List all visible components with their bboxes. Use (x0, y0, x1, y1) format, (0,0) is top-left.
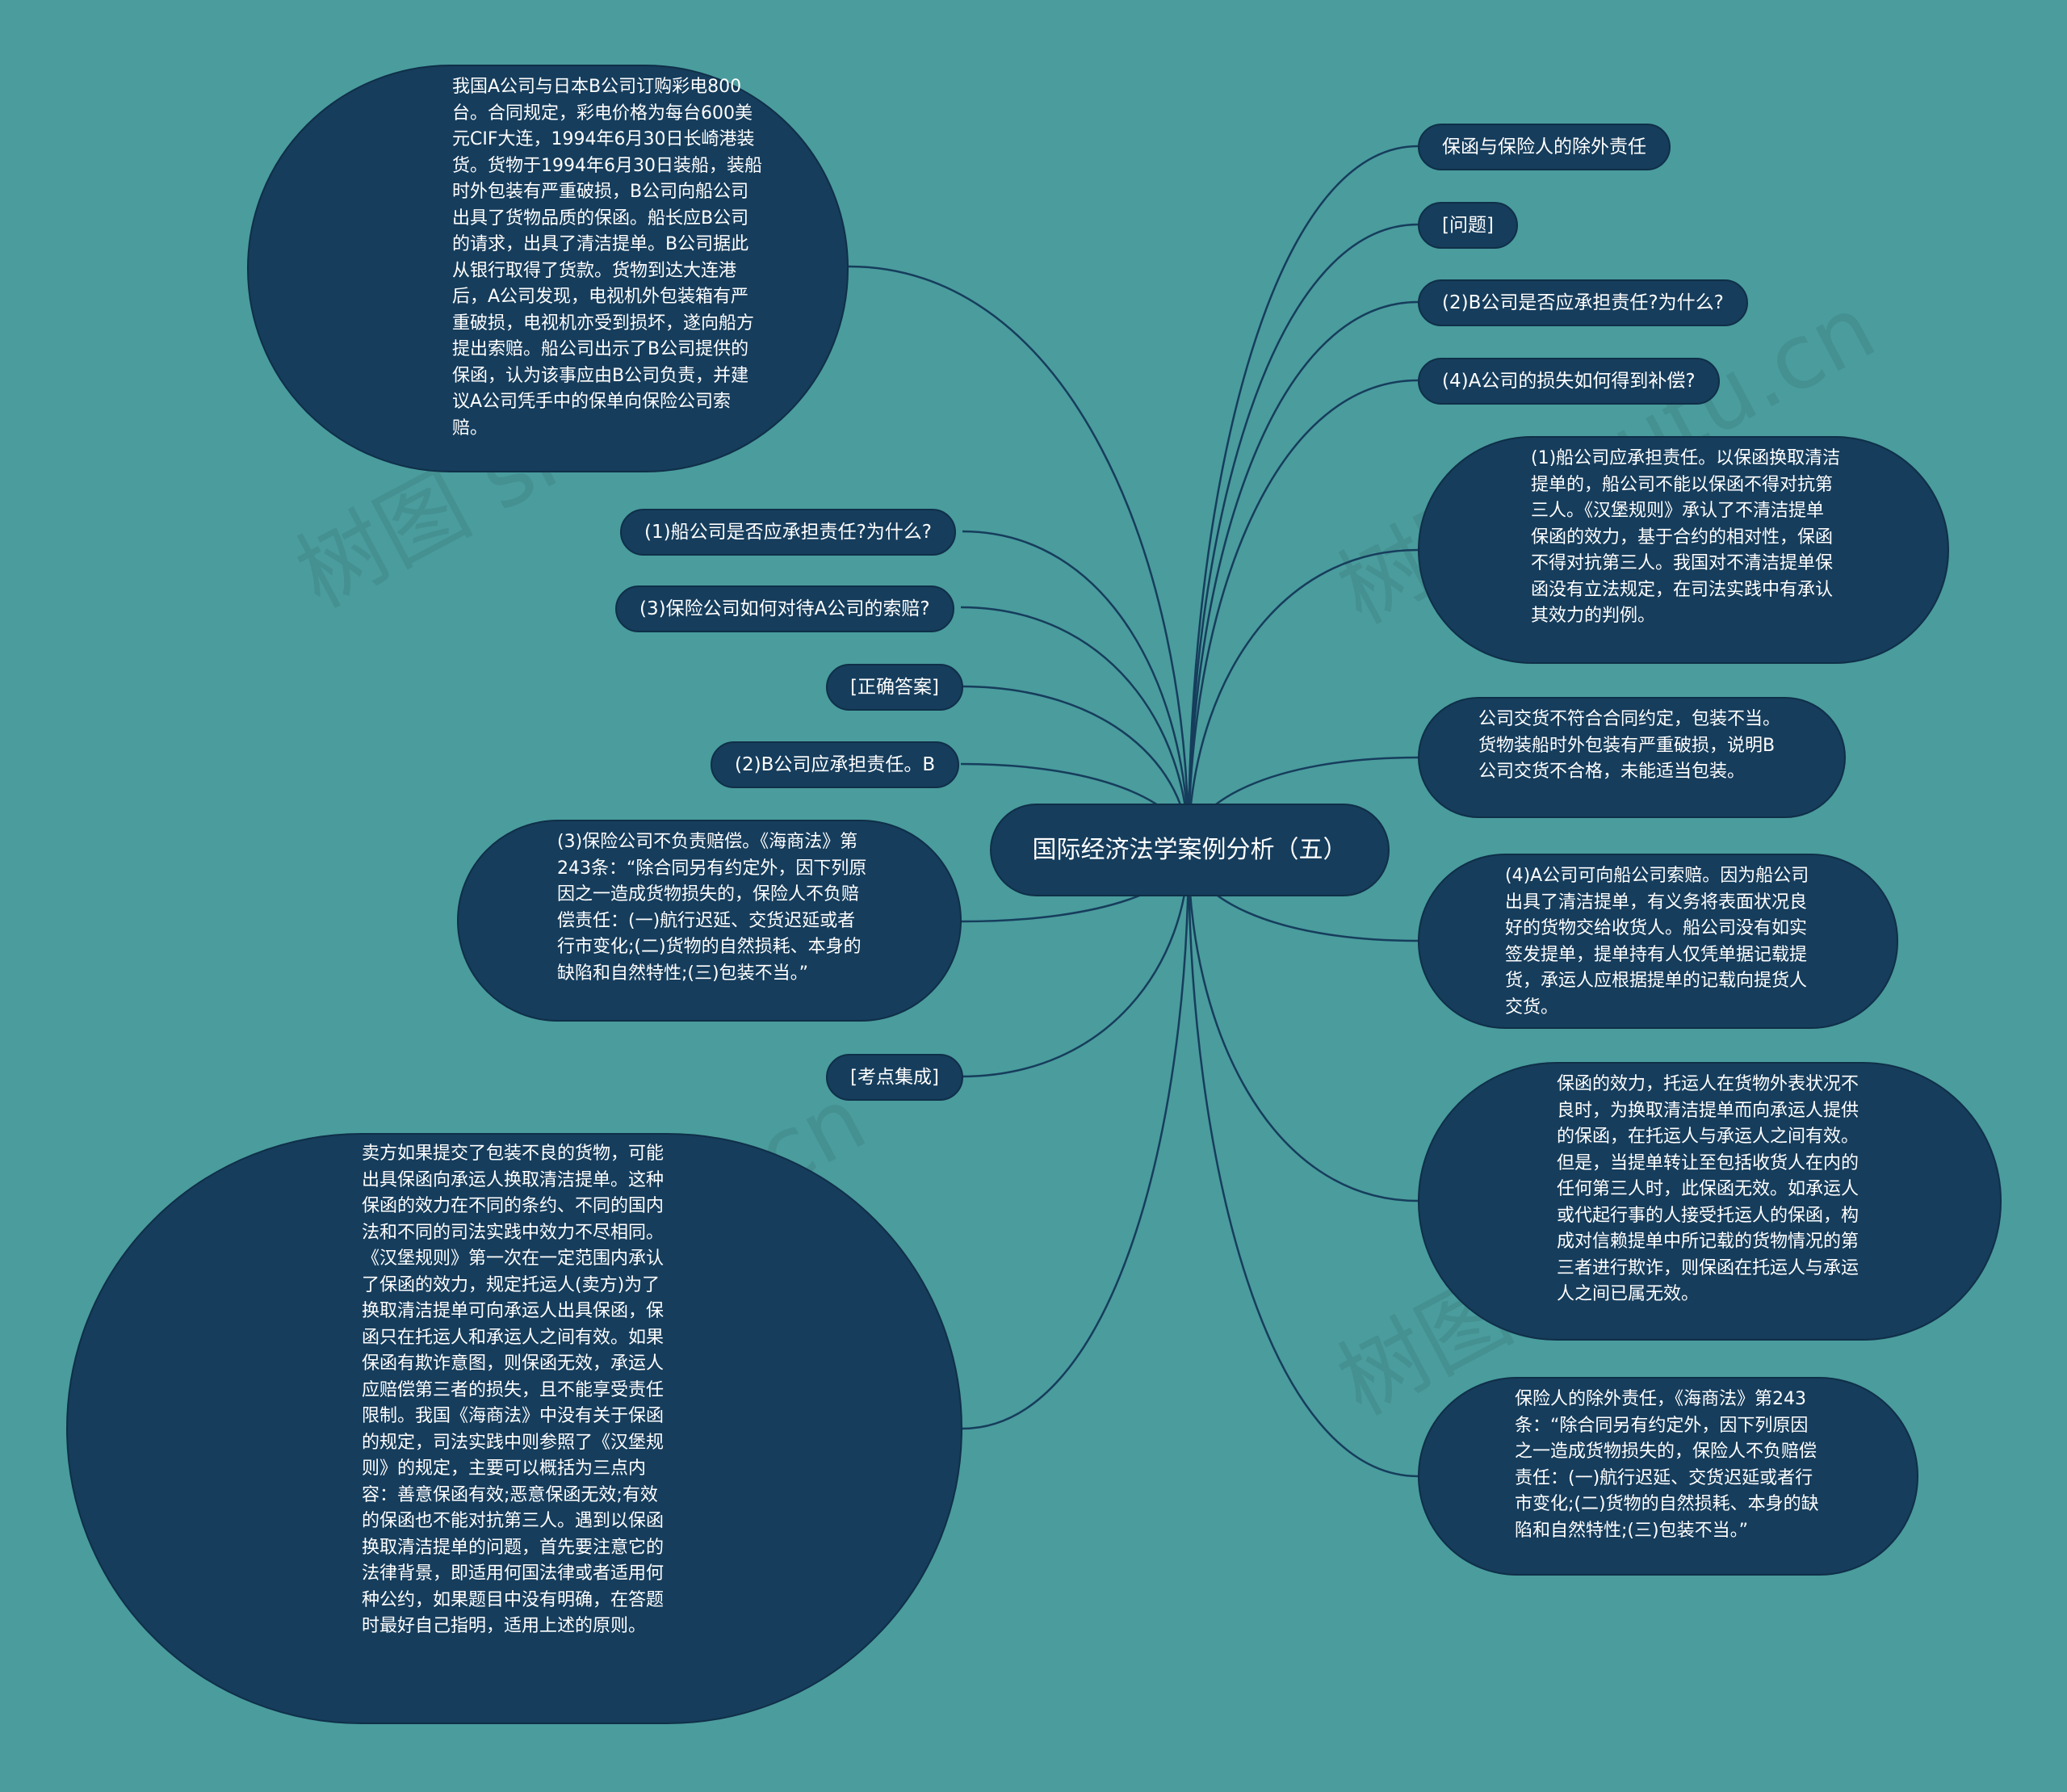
connector-line (1187, 849, 1419, 1478)
question-header-node[interactable]: [问题] (1418, 202, 1518, 249)
connector-line (960, 606, 1190, 850)
question-2-node[interactable]: (2)B公司是否应承担责任?为什么? (1418, 279, 1748, 326)
answer-4-text: (4)A公司可向船公司索赔。因为船公司出具了清洁提单，有义务将表面状况良好的货物… (1505, 866, 1809, 1018)
connector-line (1187, 379, 1419, 850)
answer-1-text: (1)船公司应承担责任。以保函换取清洁提单的，船公司不能以保函不得对抗第三人。《… (1531, 448, 1841, 626)
case-description-node[interactable]: 我国A公司与日本B公司订购彩电800台。合同规定，彩电价格为每台600美元CIF… (247, 65, 849, 472)
connector-line (1187, 849, 1419, 1202)
root-node[interactable]: 国际经济法学案例分析（五） (990, 804, 1390, 896)
connector-line (1187, 145, 1419, 850)
exam-points-node[interactable]: [考点集成] (826, 1054, 963, 1101)
topic-node[interactable]: 保函与保险人的除外责任 (1418, 124, 1671, 170)
guarantee-effect-node[interactable]: 保函的效力，托运人在货物外表状况不良时，为换取清洁提单而向承运人提供的保函，在托… (1418, 1062, 2002, 1341)
answer-4-node[interactable]: (4)A公司可向船公司索赔。因为船公司出具了清洁提单，有义务将表面状况良好的货物… (1418, 854, 1898, 1029)
question-4-node[interactable]: (4)A公司的损失如何得到补偿? (1418, 358, 1720, 405)
answer-3-node[interactable]: (3)保险公司不负责赔偿。《海商法》第243条：“除合同另有约定外，因下列原因之… (457, 820, 962, 1022)
correct-answer-node[interactable]: [正确答案] (826, 664, 963, 711)
question-3-node[interactable]: (3)保险公司如何对待A公司的索赔? (615, 585, 954, 632)
connector-line (1187, 223, 1419, 850)
insurer-exclusion-node[interactable]: 保险人的除外责任，《海商法》第243条：“除合同另有约定外，因下列原因之一造成货… (1418, 1377, 1918, 1576)
case-description-text: 我国A公司与日本B公司订购彩电800台。合同规定，彩电价格为每台600美元CIF… (452, 77, 762, 439)
question-1-node[interactable]: (1)船公司是否应承担责任?为什么? (620, 509, 956, 556)
guarantee-effect-text: 保函的效力，托运人在货物外表状况不良时，为换取清洁提单而向承运人提供的保函，在托… (1557, 1074, 1859, 1304)
answer-2-node[interactable]: 公司交货不符合合同约定，包装不当。货物装船时外包装有严重破损，说明B公司交货不合… (1418, 697, 1846, 818)
answer-2-text: 公司交货不符合合同约定，包装不当。货物装船时外包装有严重破损，说明B公司交货不合… (1478, 709, 1781, 782)
exam-points-text: 卖方如果提交了包装不良的货物，可能出具保函向承运人换取清洁提单。这种保函的效力在… (362, 1144, 665, 1636)
connector-line (962, 849, 1190, 1430)
answer-3-text: (3)保险公司不负责赔偿。《海商法》第243条：“除合同另有约定外，因下列原因之… (557, 832, 867, 984)
answer-1-node[interactable]: (1)船公司应承担责任。以保函换取清洁提单的，船公司不能以保函不得对抗第三人。《… (1418, 436, 1949, 664)
connector-line (962, 530, 1190, 850)
exam-points-text-node[interactable]: 卖方如果提交了包装不良的货物，可能出具保函向承运人换取清洁提单。这种保函的效力在… (66, 1133, 962, 1724)
connector-line (1187, 300, 1419, 850)
answer-2-short-node[interactable]: (2)B公司应承担责任。B (711, 741, 960, 788)
insurer-exclusion-text: 保险人的除外责任，《海商法》第243条：“除合同另有约定外，因下列原因之一造成货… (1515, 1389, 1819, 1541)
connector-line (848, 265, 1190, 850)
connector-line (1187, 548, 1419, 850)
